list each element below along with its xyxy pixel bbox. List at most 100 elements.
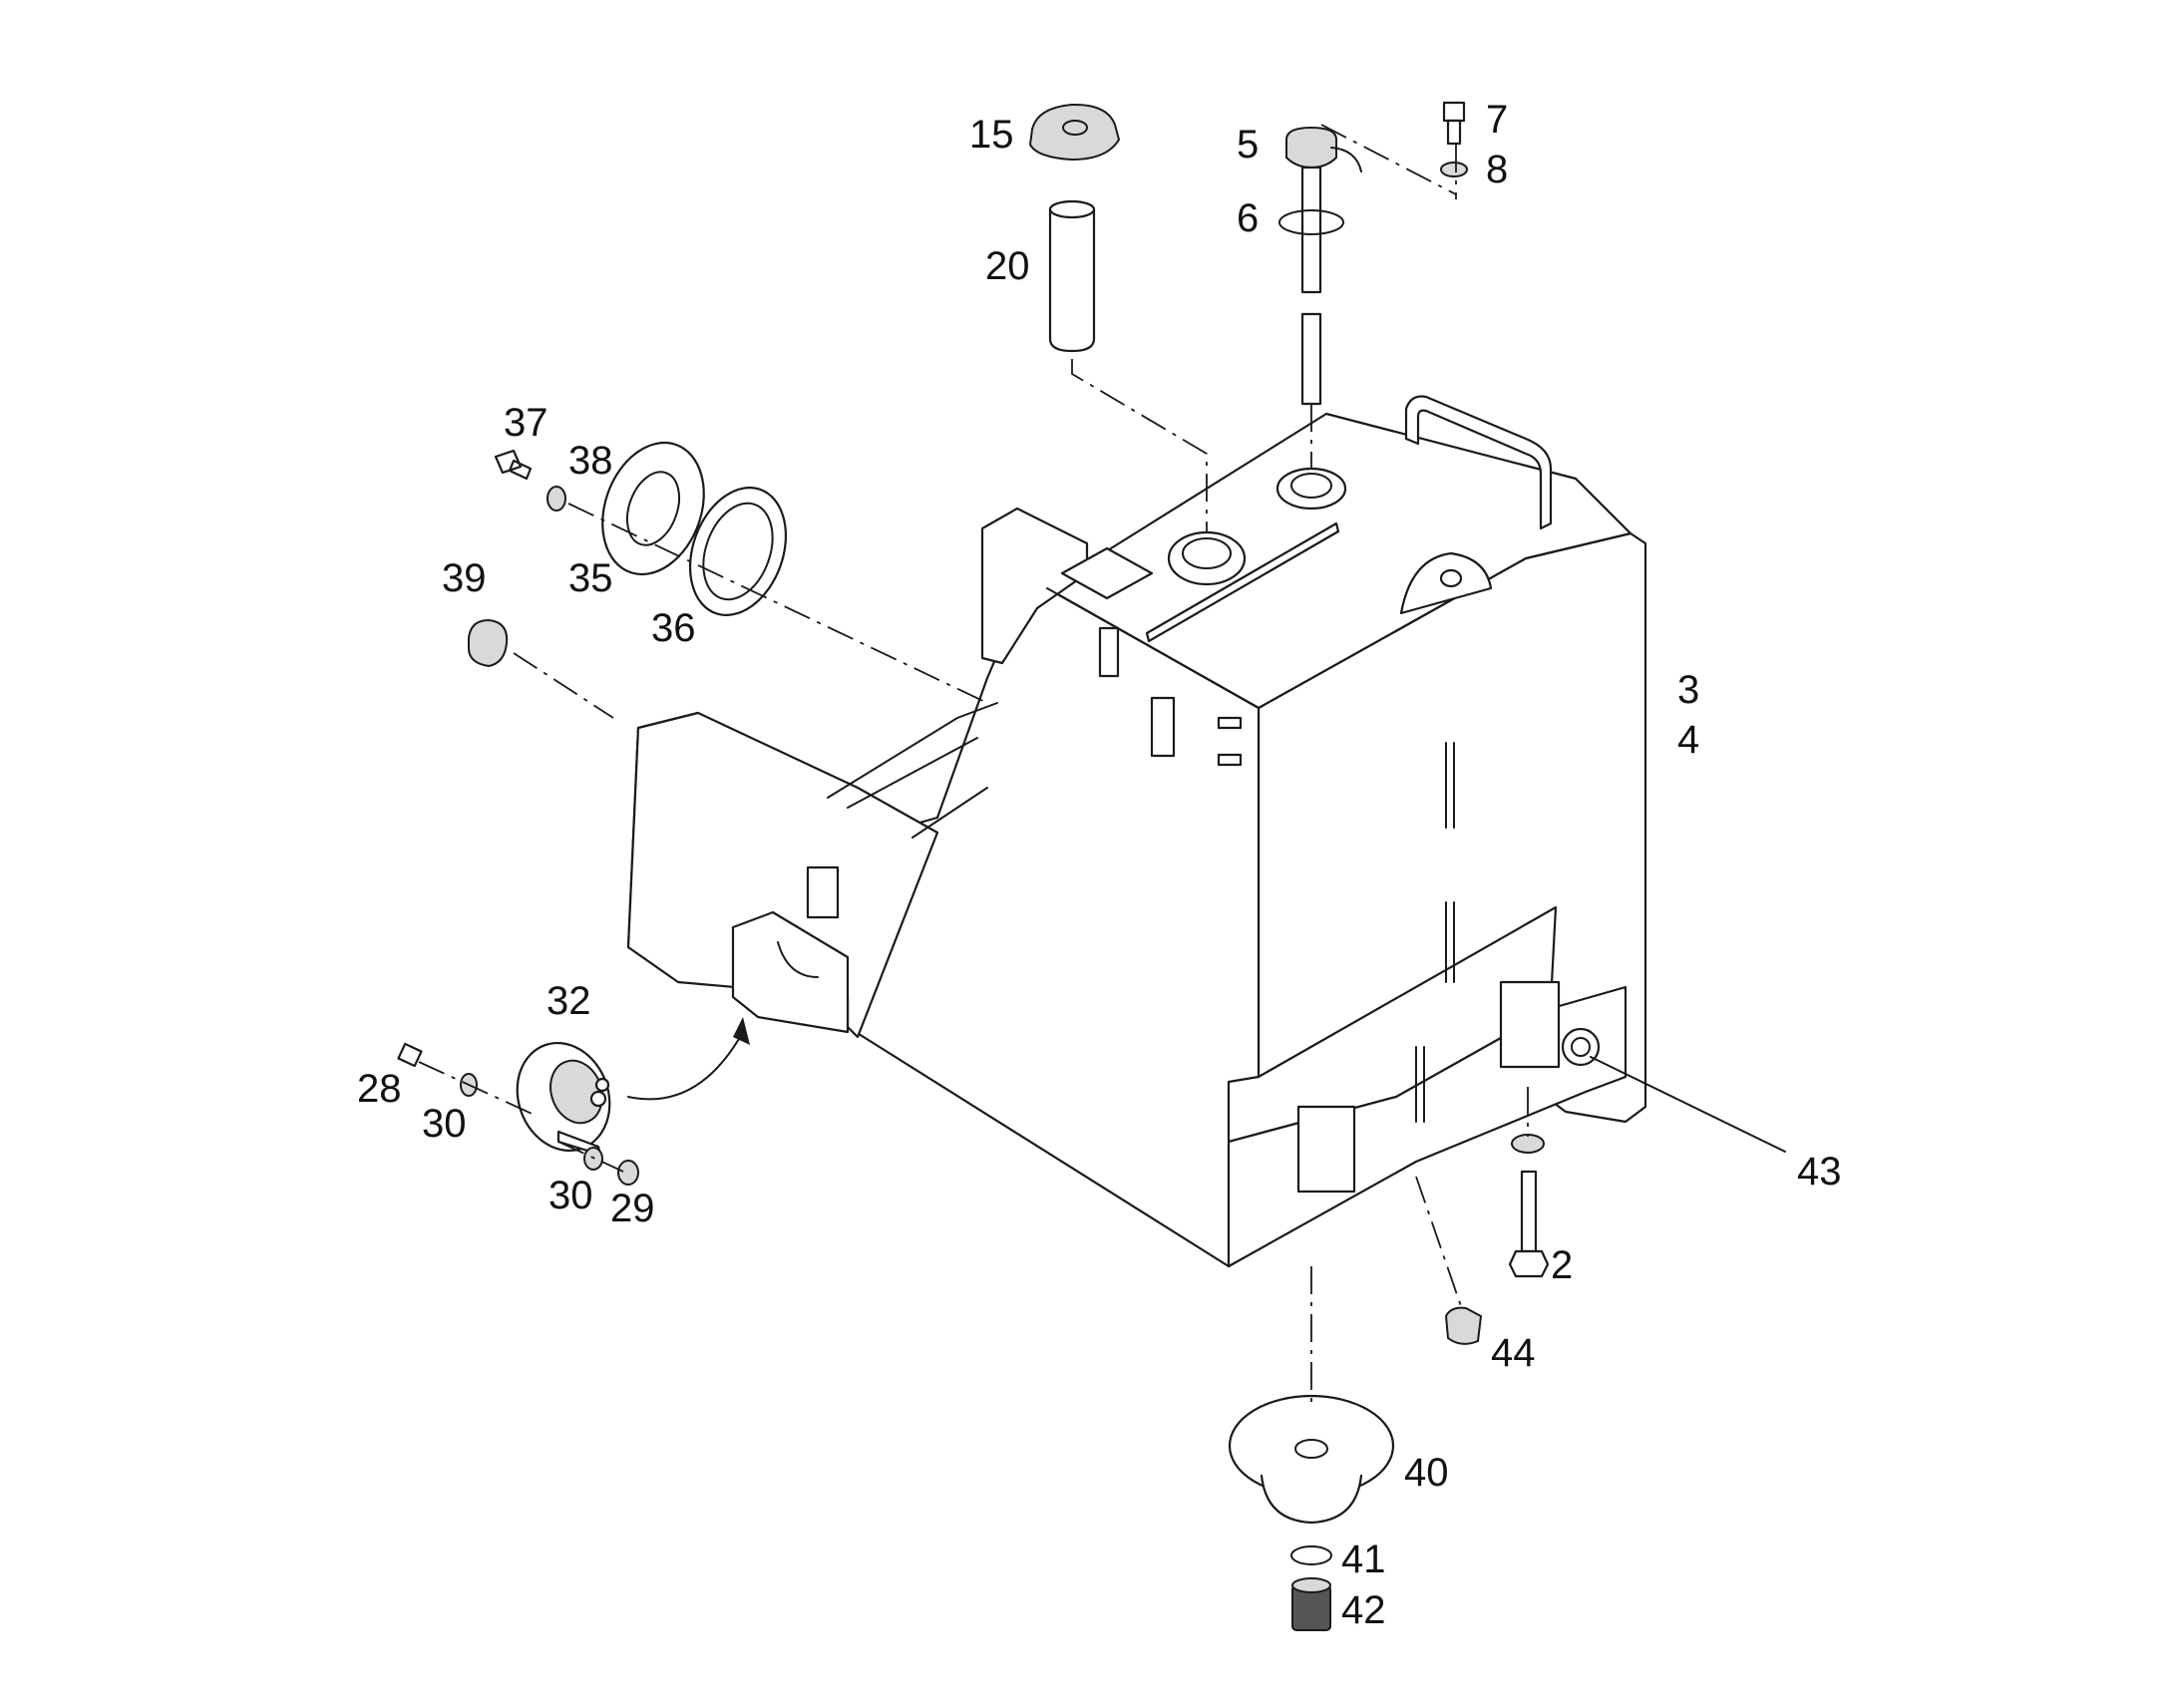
frame-inner-edge-1 (827, 702, 998, 799)
callout-29: 29 (610, 1187, 655, 1230)
callout-42: 42 (1341, 1588, 1386, 1632)
centerline-28 (418, 1061, 540, 1118)
callout-28: 28 (357, 1067, 402, 1111)
callout-4: 4 (1677, 718, 1699, 762)
part-20-strainer-tube (1048, 199, 1096, 353)
front-stud-1 (1217, 716, 1243, 730)
bolt-2-shank (1520, 1170, 1538, 1253)
part-44-plug (1444, 1306, 1483, 1345)
strainer-tube-top (1048, 199, 1096, 219)
front-stud-2 (1217, 753, 1243, 767)
horn-terminal-2 (594, 1077, 610, 1093)
horn-terminal-1 (589, 1090, 607, 1108)
gasket-36-inner (702, 502, 774, 601)
callout-6: 6 (1237, 196, 1259, 240)
sender-wire (1330, 147, 1362, 172)
frame-inner-edge-2 (847, 737, 978, 809)
part-6-sender-gasket (1278, 209, 1344, 235)
cover-plate-35-center (625, 471, 681, 546)
plug-44 (1444, 1306, 1483, 1345)
part-36-gasket (688, 486, 788, 617)
sender-head (1285, 126, 1337, 170)
part-40-drain-flange (1228, 1394, 1395, 1525)
callout-32: 32 (546, 979, 591, 1023)
drain-flange-cup (1260, 1474, 1363, 1525)
sender-tube-lower (1300, 312, 1322, 406)
callout-15: 15 (969, 113, 1014, 157)
callout-43: 43 (1797, 1150, 1842, 1194)
part-38-washer (546, 486, 566, 512)
callout-38: 38 (568, 439, 613, 483)
callout-3: 3 (1677, 668, 1699, 712)
side-slot-upper (1445, 742, 1455, 829)
callout-labels: 15 5 7 8 6 20 37 38 35 36 39 3 4 32 28 3… (357, 98, 1842, 1632)
side-mount-block-lower (1296, 1105, 1356, 1194)
filler-cap-top-hole (1062, 120, 1088, 136)
bolt-7-shank (1446, 119, 1462, 146)
callout-41: 41 (1341, 1537, 1386, 1581)
sender-gasket-ring (1278, 209, 1344, 235)
callout-2: 2 (1551, 1243, 1573, 1287)
drain-flange-hole (1294, 1439, 1328, 1459)
washer-8 (1440, 162, 1468, 177)
tank-sender-port-inner (1290, 473, 1332, 499)
bolt-37 (494, 449, 533, 481)
side-bushing-inner (1571, 1037, 1591, 1057)
horn-mounting-arrow (627, 1017, 750, 1101)
centerline-35-36 (567, 503, 988, 704)
washer-for-bolt-2 (1511, 1134, 1545, 1154)
callout-8: 8 (1486, 148, 1508, 191)
assembly-center-lines (418, 124, 1529, 1406)
centerline-20 (1071, 359, 1208, 533)
callout-44: 44 (1491, 1331, 1536, 1375)
o-ring-41 (1290, 1545, 1332, 1565)
lifting-eye-hole (1439, 568, 1463, 588)
part-5-fuel-sender (1285, 126, 1362, 406)
sender-tube-upper (1300, 166, 1322, 294)
front-scoop-opening (731, 910, 850, 1034)
callout-39: 39 (442, 556, 487, 600)
centerline-30-29 (557, 1141, 624, 1173)
callout-7: 7 (1486, 98, 1508, 142)
centerline-39 (513, 652, 614, 719)
side-bushing (1561, 1027, 1601, 1067)
frame-left-side-plate (626, 711, 939, 1039)
part-43-bushing-leader (1590, 1056, 1786, 1153)
part-29-nut (617, 1160, 639, 1186)
callout-20: 20 (985, 244, 1030, 288)
filler-cap-knob (1028, 103, 1121, 162)
horn-arrow-curve (627, 1031, 744, 1101)
part-42-drain-plug (1291, 1577, 1331, 1631)
front-scoop-curve (777, 941, 819, 978)
part-2-long-bolt (1508, 1134, 1550, 1278)
part-35-cover-plate (601, 441, 705, 576)
strainer-tube-body (1048, 207, 1096, 353)
callout-30b: 30 (548, 1174, 593, 1217)
nut-29 (617, 1160, 639, 1186)
frame-inner-edge-3 (911, 787, 988, 839)
tank-filler-neck-inner (1182, 537, 1232, 569)
tank-filler-neck (1167, 530, 1247, 586)
plug-39 (468, 618, 509, 668)
front-bracket-strip (1098, 626, 1120, 678)
part-41-o-ring (1290, 1545, 1332, 1565)
part-37-bolt (494, 449, 533, 481)
centerline-7-8 (1320, 124, 1457, 195)
tank-carry-handle (1404, 395, 1553, 530)
tank-top-edge-front (1046, 587, 1260, 709)
bolt-28 (397, 1042, 423, 1068)
drain-plug-42-top (1291, 1577, 1331, 1593)
callout-35: 35 (568, 556, 613, 600)
callout-36: 36 (651, 606, 696, 650)
part-7-bolt (1442, 101, 1466, 146)
bolt-7-head (1442, 101, 1466, 123)
callout-5: 5 (1237, 123, 1259, 167)
cover-plate-35 (601, 441, 705, 576)
side-slot-lower (1415, 1046, 1425, 1123)
callout-30a: 30 (422, 1102, 467, 1146)
centerline-44 (1415, 1176, 1462, 1307)
frame-rear-upright (980, 507, 1089, 665)
part-39-plug (468, 618, 509, 668)
callout-40: 40 (1404, 1451, 1449, 1495)
